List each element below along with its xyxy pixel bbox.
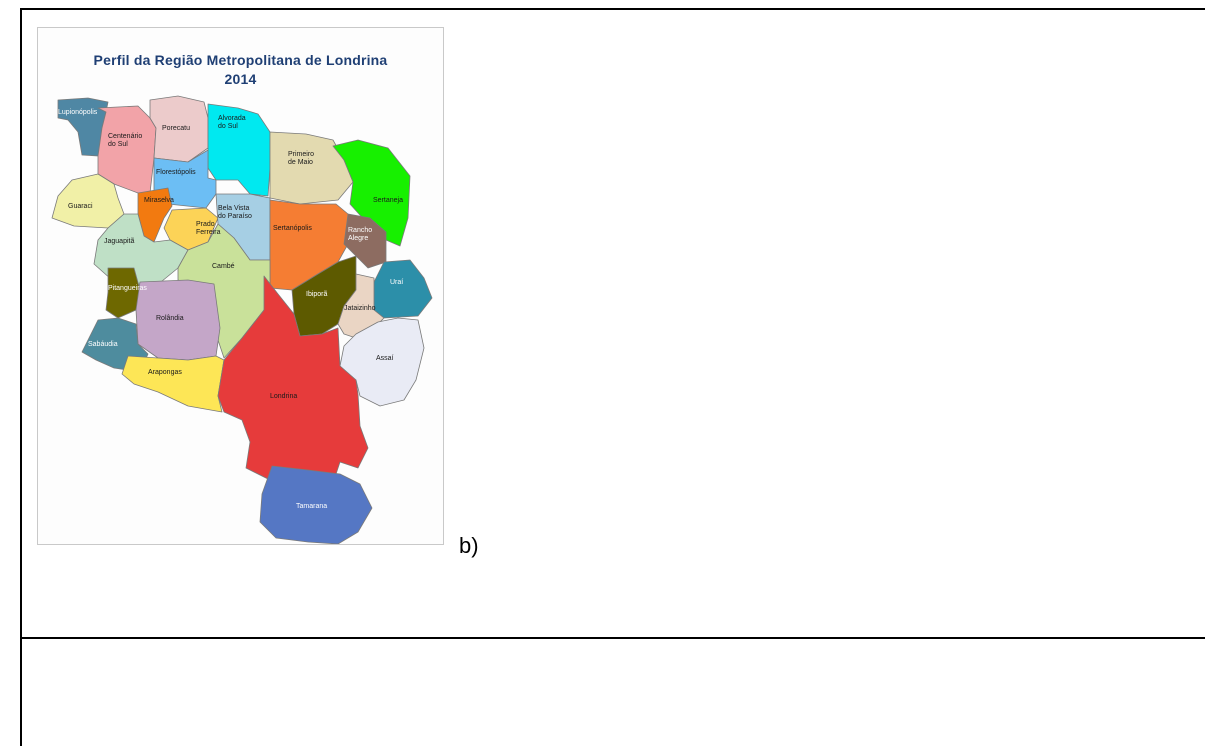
label-pitangueiras: Pitangueiras: [108, 285, 147, 292]
region-londrina: [217, 275, 369, 487]
region-rancho-alegre: [343, 213, 387, 269]
label-prado-ferreira-1: Prado: [196, 221, 215, 228]
label-sertaneja: Sertaneja: [373, 197, 403, 204]
region-pitangueiras: [105, 267, 141, 319]
region-tamarana: [259, 465, 373, 544]
label-alvorada-do-sul-1: Alvorada: [218, 115, 246, 122]
label-rolandia: Rolândia: [156, 315, 184, 322]
figure-caption: b): [459, 533, 479, 558]
label-bela-vista-do-paraiso-1: Bela Vista: [218, 205, 249, 212]
label-lupionopolis: Lupionópolis: [58, 109, 98, 116]
label-bela-vista-do-paraiso-2: do Paraíso: [218, 213, 252, 220]
region-arapongas: [121, 355, 225, 413]
table-row-divider: [20, 637, 1205, 639]
label-centenario-do-sul-1: Centenário: [108, 133, 142, 140]
region-urai: [373, 259, 433, 319]
label-urai: Uraí: [390, 279, 403, 286]
label-primeiro-de-maio-2: de Maio: [288, 159, 313, 166]
label-guaraci: Guaraci: [68, 203, 93, 210]
label-sabaudia: Sabáudia: [88, 341, 118, 348]
region-porecatu: [149, 95, 209, 163]
map-title: Perfil da Região Metropolitana de Londri…: [93, 52, 388, 68]
label-jaguapita: Jaguapitã: [104, 238, 134, 245]
label-rancho-alegre-1: Rancho: [348, 227, 372, 234]
label-londrina: Londrina: [270, 393, 297, 400]
table-frame: [20, 8, 1205, 746]
label-tamarana: Tamarana: [296, 503, 327, 510]
label-primeiro-de-maio-1: Primeiro: [288, 151, 314, 158]
label-porecatu: Porecatu: [162, 125, 190, 132]
metropolitan-region-map: Perfil da Região Metropolitana de Londri…: [37, 27, 444, 545]
label-ibipora: Ibiporã: [306, 291, 328, 298]
label-alvorada-do-sul-2: do Sul: [218, 123, 238, 130]
label-rancho-alegre-2: Alegre: [348, 235, 368, 242]
label-cambe: Cambé: [212, 263, 235, 270]
map-year: 2014: [224, 71, 257, 87]
label-assai: Assaí: [376, 355, 394, 362]
label-arapongas: Arapongas: [148, 369, 182, 376]
label-jataizinho: Jataizinho: [344, 305, 376, 312]
region-primeiro-de-maio: [269, 131, 354, 205]
label-sertanopolis: Sertanópolis: [273, 225, 312, 232]
label-florestopolis: Florestópolis: [156, 169, 196, 176]
label-prado-ferreira-2: Ferreira: [196, 229, 221, 236]
label-miraselva: Miraselva: [144, 197, 174, 204]
label-centenario-do-sul-2: do Sul: [108, 141, 128, 148]
region-sertaneja: [332, 139, 411, 247]
